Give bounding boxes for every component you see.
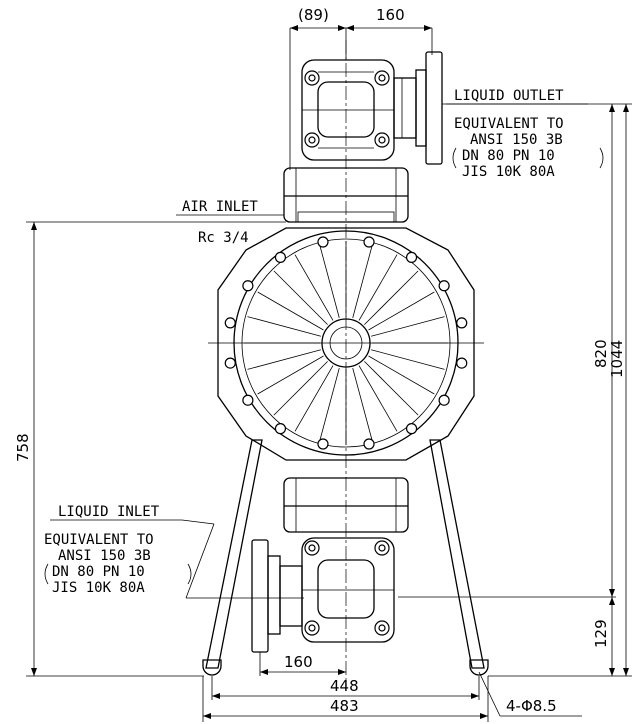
housing-rib [352, 368, 373, 442]
inlet-spec-3: DN 80 PN 10 [52, 564, 145, 580]
housing-bolt [405, 251, 418, 263]
housing-rib [358, 365, 398, 432]
upper-air-block [283, 167, 409, 223]
dim-758: 758 [14, 433, 32, 462]
housing-rib [364, 270, 419, 325]
dim-129: 129 [592, 619, 610, 648]
holes-spec: 4-Φ8.5 [506, 697, 557, 715]
outlet-manifold [301, 51, 443, 165]
housing-bolt [405, 423, 418, 435]
left-dimension: 758 [14, 221, 286, 677]
housing-bolt [438, 280, 450, 292]
inlet-spec-2: ANSI 150 3B [58, 548, 151, 564]
inlet-flange [251, 539, 269, 653]
air-inlet-label: AIR INLET [182, 199, 258, 215]
housing-bolt [274, 251, 287, 263]
inlet-manifold [251, 537, 395, 653]
diaphragm-housing [208, 227, 484, 461]
outlet-spec-1: EQUIVALENT TO [454, 116, 564, 132]
right-dimensions: 820 1044 129 [398, 103, 632, 677]
dim-160-bottom: 160 [284, 653, 313, 671]
outlet-spec-4: JIS 10K 80A [462, 164, 555, 180]
housing-rib [247, 349, 321, 370]
liquid-outlet-label: LIQUID OUTLET [454, 88, 564, 104]
housing-rib [358, 254, 398, 321]
housing-bolt [317, 438, 329, 450]
housing-bolt [242, 280, 254, 292]
liquid-outlet-callout: LIQUID OUTLET EQUIVALENT TO ANSI 150 3B … [446, 88, 604, 180]
housing-rib [371, 349, 445, 370]
dim-89: (89) [298, 6, 329, 24]
housing-bolts [224, 236, 468, 450]
air-inlet-size: Rc 3/4 [198, 230, 249, 246]
dim-820: 820 [592, 339, 610, 368]
housing-rib [257, 291, 324, 331]
inlet-spec-1: EQUIVALENT TO [44, 532, 154, 548]
housing-rib [364, 361, 419, 416]
housing-ribs [244, 241, 448, 445]
housing-rib [319, 368, 340, 442]
housing-bolt [363, 438, 375, 450]
bottom-dimensions: 160 448 483 4-Φ8.5 [202, 652, 582, 722]
housing-rib [257, 355, 324, 395]
housing-bolt [317, 236, 329, 248]
dim-160-top: 160 [376, 6, 405, 24]
housing-rib [371, 316, 445, 337]
housing-rib [368, 355, 435, 395]
housing-rib [294, 254, 334, 321]
liquid-inlet-label: LIQUID INLET [58, 504, 160, 520]
housing-bolt [224, 357, 236, 369]
housing-rib [273, 270, 328, 325]
liquid-inlet-callout: LIQUID INLET EQUIVALENT TO ANSI 150 3B D… [44, 504, 304, 599]
housing-bolt [456, 317, 468, 329]
housing-rib [273, 361, 328, 416]
housing-bolt [363, 236, 375, 248]
outlet-spec-3: DN 80 PN 10 [462, 148, 555, 164]
outlet-flange [425, 51, 443, 165]
housing-rib [294, 365, 334, 432]
top-dimension: (89) 160 [289, 6, 433, 170]
housing-rib [352, 244, 373, 318]
housing-rib [319, 244, 340, 318]
lower-air-block [283, 477, 409, 533]
dim-448: 448 [330, 677, 359, 695]
legs [202, 439, 489, 676]
outlet-spec-2: ANSI 150 3B [470, 132, 563, 148]
housing-rib [247, 316, 321, 337]
housing-bolt [224, 317, 236, 329]
air-inlet-callout: AIR INLET Rc 3/4 [176, 199, 284, 246]
housing-rib [368, 291, 435, 331]
housing-bolt [456, 357, 468, 369]
housing-bolt [274, 423, 287, 435]
housing-bolt [242, 394, 254, 406]
inlet-spec-4: JIS 10K 80A [52, 580, 145, 596]
dim-483: 483 [330, 697, 359, 715]
dim-1044: 1044 [608, 340, 626, 378]
housing-bolt [438, 394, 450, 406]
